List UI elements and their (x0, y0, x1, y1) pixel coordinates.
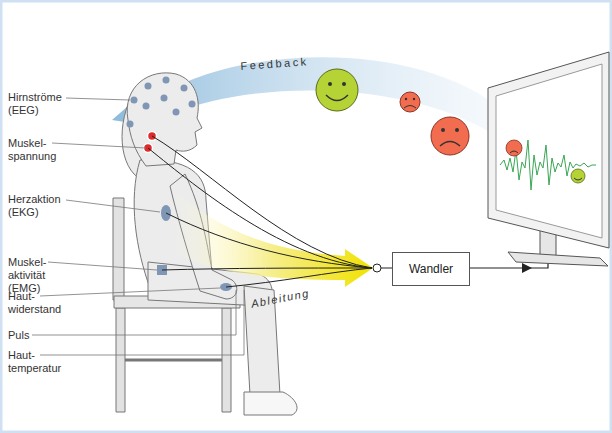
electrode (181, 85, 188, 92)
leader-line (32, 290, 236, 335)
signal-label: Muskel- aktivität (EMG) (8, 256, 68, 295)
electrode (127, 121, 134, 128)
chair-bar (125, 359, 222, 362)
sad-face-small (400, 92, 420, 112)
face-mouth (440, 142, 460, 147)
monitor-screen (496, 64, 602, 238)
screen-sad-face (506, 140, 522, 156)
monitor-base (508, 252, 608, 266)
ableitung-arrow (172, 188, 373, 287)
arrow-head (522, 263, 532, 273)
wire (148, 148, 372, 268)
signal-label: Puls (8, 329, 48, 342)
electrode (145, 83, 152, 90)
leader-line (40, 288, 220, 296)
electrode (143, 103, 150, 110)
face-mouth (326, 95, 348, 101)
head (127, 73, 202, 166)
face-disc (316, 69, 358, 111)
plug-line (381, 268, 392, 269)
face-eye (413, 98, 415, 100)
leader-line (66, 98, 130, 100)
face-eye (441, 128, 445, 132)
face-mouth (404, 106, 416, 109)
plug (373, 264, 381, 272)
leader-line (48, 262, 157, 270)
monitor-frame (488, 52, 609, 248)
electrode (131, 97, 138, 104)
electrode (161, 95, 168, 102)
electrode (173, 109, 180, 116)
box-label: Wandler (409, 262, 453, 276)
face-eye (455, 128, 459, 132)
leader-line (66, 200, 160, 212)
electrode (163, 77, 170, 84)
face-eye (342, 82, 346, 86)
wire (226, 268, 372, 287)
signal-wave (500, 140, 596, 190)
electrode (189, 101, 196, 108)
shoe (244, 392, 297, 415)
happy-face (316, 69, 358, 111)
signal-label: Muskel- spannung (8, 137, 64, 163)
signal-label: Hirnströme (EEG) (8, 91, 70, 117)
eeg-electrodes (127, 77, 196, 128)
wire (166, 213, 372, 268)
wire (162, 268, 372, 270)
converter-box: Wandler (392, 252, 470, 286)
face-eye (328, 82, 332, 86)
face-disc (431, 117, 469, 155)
signal-label: Haut- temperatur (8, 349, 70, 375)
screen-happy-face (571, 169, 585, 183)
leader-line (40, 290, 244, 355)
face-disc (400, 92, 420, 112)
chair-back (113, 198, 124, 300)
sad-face (431, 117, 469, 155)
face-mouth (510, 151, 518, 153)
wires (148, 136, 372, 287)
face-eye (405, 98, 407, 100)
chair-leg (116, 308, 125, 412)
monitor (488, 52, 609, 266)
signal-label: Haut- widerstand (8, 290, 70, 316)
leader-lines (32, 98, 244, 355)
face-mouth (574, 178, 582, 180)
chair-leg (222, 308, 231, 412)
leader-line (52, 143, 146, 148)
signal-label: Herzaktion (EKG) (8, 193, 70, 219)
wire (152, 136, 372, 268)
